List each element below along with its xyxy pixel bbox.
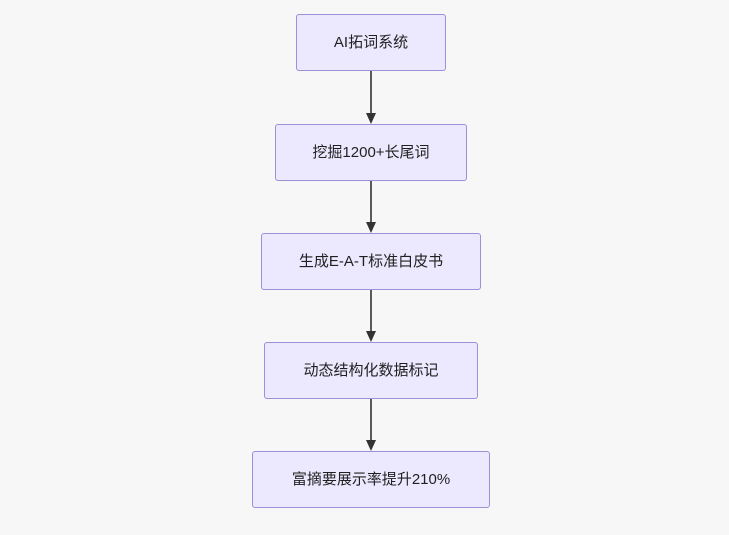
flow-node-rich-snippet-rate-increase[interactable]: 富摘要展示率提升210%	[252, 451, 490, 508]
edge-n2-n3	[366, 180, 376, 233]
flow-node-label: 富摘要展示率提升210%	[291, 470, 451, 488]
flow-node-ai-keyword-system[interactable]: AI拓词系统	[296, 14, 446, 71]
flow-node-label: 挖掘1200+长尾词	[312, 143, 430, 161]
edge-n3-n4	[366, 289, 376, 342]
flow-node-mine-longtail-keywords[interactable]: 挖掘1200+长尾词	[275, 124, 467, 181]
flow-node-generate-eat-whitepaper[interactable]: 生成E-A-T标准白皮书	[261, 233, 481, 290]
flow-node-label: 生成E-A-T标准白皮书	[298, 252, 444, 270]
edge-n1-n2	[366, 71, 376, 124]
flow-node-label: AI拓词系统	[333, 33, 409, 51]
edge-n4-n5	[366, 398, 376, 451]
flow-node-label: 动态结构化数据标记	[303, 361, 439, 379]
flow-node-dynamic-structured-data-markup[interactable]: 动态结构化数据标记	[264, 342, 478, 399]
